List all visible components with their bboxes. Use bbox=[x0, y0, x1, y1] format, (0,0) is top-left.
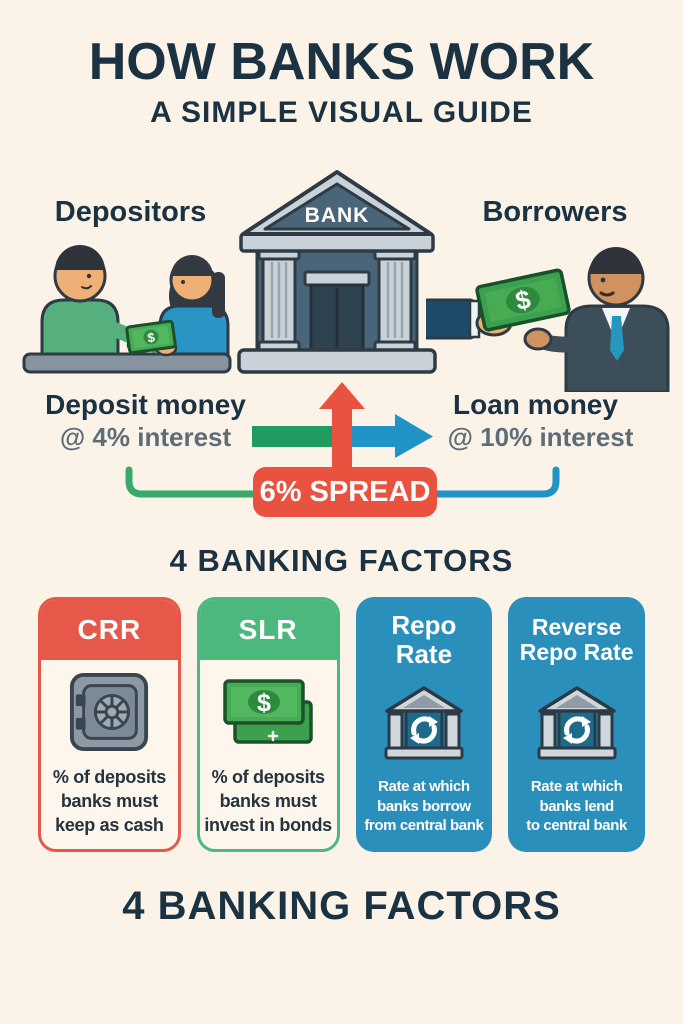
spread-badge: 6% SPREAD bbox=[253, 467, 437, 517]
deposit-money-label: Deposit money bbox=[45, 389, 246, 420]
card-reverse-repo-title: Reverse Repo Rate bbox=[519, 613, 634, 665]
deposit-cash-icon: $ bbox=[125, 319, 177, 355]
loan-rate-label: @ 10% interest bbox=[447, 422, 634, 452]
borrowers-label: Borrowers bbox=[482, 196, 628, 228]
page-title: HOW BANKS WORK bbox=[88, 33, 595, 91]
card-reverse-repo-rate: Reverse Repo Rate Rate at which banks le… bbox=[508, 597, 645, 852]
card-repo-rate: Repo Rate Rate at which banks borrow fro… bbox=[355, 597, 493, 852]
deposit-to-loan-arrow-icon bbox=[252, 414, 433, 458]
bank-refresh-icon bbox=[508, 671, 645, 775]
deposit-rate-label: @ 4% interest bbox=[59, 422, 232, 452]
bank-building-illustration: BANK bbox=[237, 170, 437, 374]
card-slr-title: SLR bbox=[199, 600, 337, 660]
cash-icon: $ bbox=[200, 660, 337, 764]
svg-text:$: $ bbox=[513, 284, 534, 316]
safe-icon bbox=[41, 660, 178, 764]
factors-heading: 4 BANKING FACTORS bbox=[169, 543, 514, 578]
loan-cash-icon: $ bbox=[475, 268, 571, 332]
card-slr: SLR $ % of deposits banks must invest in… bbox=[196, 597, 340, 852]
card-crr-description: % of deposits banks must keep as cash bbox=[52, 767, 166, 835]
svg-text:$: $ bbox=[146, 329, 156, 345]
factor-cards: CRR % of deposits bank bbox=[38, 597, 645, 852]
card-repo-title: Repo Rate bbox=[391, 610, 457, 669]
spread-up-arrow-icon bbox=[319, 382, 365, 480]
page-subtitle: A SIMPLE VISUAL GUIDE bbox=[150, 96, 533, 129]
bank-sign-label: BANK bbox=[305, 204, 370, 227]
svg-text:$: $ bbox=[257, 689, 271, 717]
depositors-illustration: $ bbox=[22, 245, 232, 374]
card-slr-description: % of deposits banks must invest in bonds bbox=[204, 767, 332, 835]
card-repo-description: Rate at which banks borrow from central … bbox=[364, 778, 484, 834]
bank-refresh-icon bbox=[356, 671, 493, 775]
card-reverse-repo-description: Rate at which banks lend to central bank bbox=[526, 778, 627, 834]
borrower-illustration: $ bbox=[426, 247, 670, 392]
bottom-heading: 4 BANKING FACTORS bbox=[122, 884, 561, 928]
spread-brackets-icon bbox=[125, 466, 560, 498]
depositors-label: Depositors bbox=[54, 196, 207, 228]
card-crr: CRR % of deposits bank bbox=[38, 597, 181, 852]
card-crr-title: CRR bbox=[41, 600, 178, 660]
loan-money-label: Loan money bbox=[453, 389, 618, 420]
